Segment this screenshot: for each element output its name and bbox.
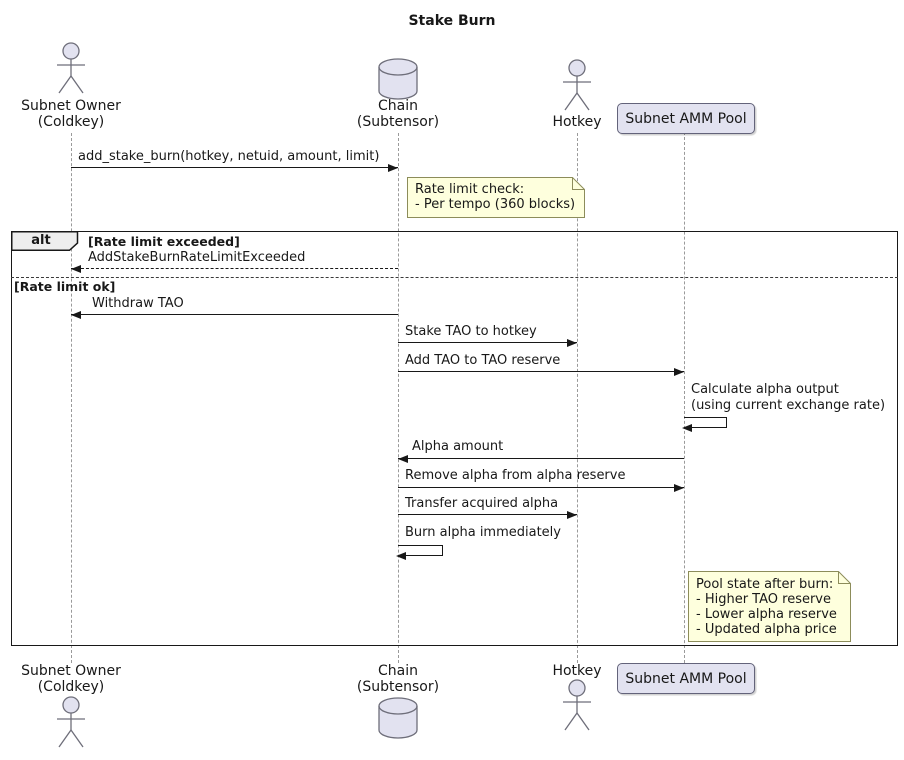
note-shape [407,177,585,218]
participant-name: Subnet AMM Pool [625,110,747,127]
self-message-arrow [682,417,727,432]
database-icon [378,697,418,739]
participant-name: Subnet AMM Pool [625,670,747,687]
lifeline-hotkey [577,133,578,663]
alt-guard-exceeded: [Rate limit exceeded] [88,234,240,249]
alt-keyword: alt [31,233,51,248]
participant-box-amm-pool-bottom: Subnet AMM Pool [617,663,755,694]
alt-frame [11,231,898,646]
message-label: Withdraw TAO [92,296,184,311]
arrowhead [388,163,398,172]
alt-guard-ok: [Rate limit ok] [14,279,116,294]
message-label: AddStakeBurnRateLimitExceeded [88,250,306,265]
message-label: Transfer acquired alpha [405,496,559,511]
participant-box-amm-pool-top: Subnet AMM Pool [617,103,755,134]
message-arrow [71,310,398,319]
participant-name: Chain [378,663,418,679]
participant-subname: (Coldkey) [37,114,105,130]
participant-subname: (Subtensor) [356,114,440,130]
participant-name: Chain [378,98,418,114]
note-line: Pool state after burn: [696,577,834,592]
note-shape [688,571,851,642]
message-arrow [398,510,577,519]
participant-name: Subnet Owner [21,663,121,679]
participant-label-hotkey-bottom: Hotkey [497,663,657,679]
database-icon [378,58,418,100]
actor-icon [57,696,85,748]
participant-label-hotkey-top: Hotkey [497,114,657,130]
message-label: Calculate alpha output [691,382,839,397]
arrowhead [396,552,406,560]
message-label: Stake TAO to hotkey [405,324,537,339]
message-arrow [71,163,398,172]
alt-label-pentagon [11,231,79,251]
message-label: (using current exchange rate) [691,398,886,413]
participant-subname: (Subtensor) [356,679,440,695]
message-label: Remove alpha from alpha reserve [405,468,626,483]
message-arrow [398,367,684,376]
message-arrow [71,264,398,273]
participant-label-chain-top: Chain (Subtensor) [318,98,478,130]
alt-divider [11,277,898,278]
self-message-arrow [396,545,443,560]
note-rate-limit: Rate limit check: - Per tempo (360 block… [407,177,585,218]
arrowhead [567,338,577,347]
message-arrow [398,483,684,492]
lifeline-amm-pool [684,132,685,663]
participant-subname: (Coldkey) [37,679,105,695]
note-pool-state: Pool state after burn: - Higher TAO rese… [688,571,851,642]
lifeline-subnet-owner [71,133,72,663]
message-arrow [398,338,577,347]
arrowhead [682,424,692,432]
participant-name: Hotkey [552,114,602,130]
lifeline-chain [398,133,399,663]
arrowhead [567,510,577,519]
arrowhead [674,367,684,376]
participant-label-subnet-owner-top: Subnet Owner (Coldkey) [0,98,151,130]
message-label: Burn alpha immediately [405,525,561,540]
actor-icon [563,59,591,111]
note-line: - Updated alpha price [696,622,837,637]
actor-icon [563,679,591,731]
note-line: - Higher TAO reserve [696,592,832,607]
arrowhead [398,454,408,463]
note-line: Rate limit check: [415,182,525,197]
participant-label-subnet-owner-bottom: Subnet Owner (Coldkey) [0,663,151,695]
participant-name: Hotkey [552,663,602,679]
participant-name: Subnet Owner [21,98,121,114]
diagram-title: Stake Burn [408,13,496,29]
message-label: add_stake_burn(hotkey, netuid, amount, l… [78,149,380,164]
message-label: Alpha amount [412,439,504,454]
arrowhead [71,264,81,273]
participant-label-chain-bottom: Chain (Subtensor) [318,663,478,695]
arrowhead [674,483,684,492]
note-line: - Lower alpha reserve [696,607,837,622]
actor-icon [57,42,85,94]
arrowhead [71,310,81,319]
message-arrow [398,454,684,463]
message-label: Add TAO to TAO reserve [405,353,561,368]
note-line: - Per tempo (360 blocks) [415,197,576,212]
